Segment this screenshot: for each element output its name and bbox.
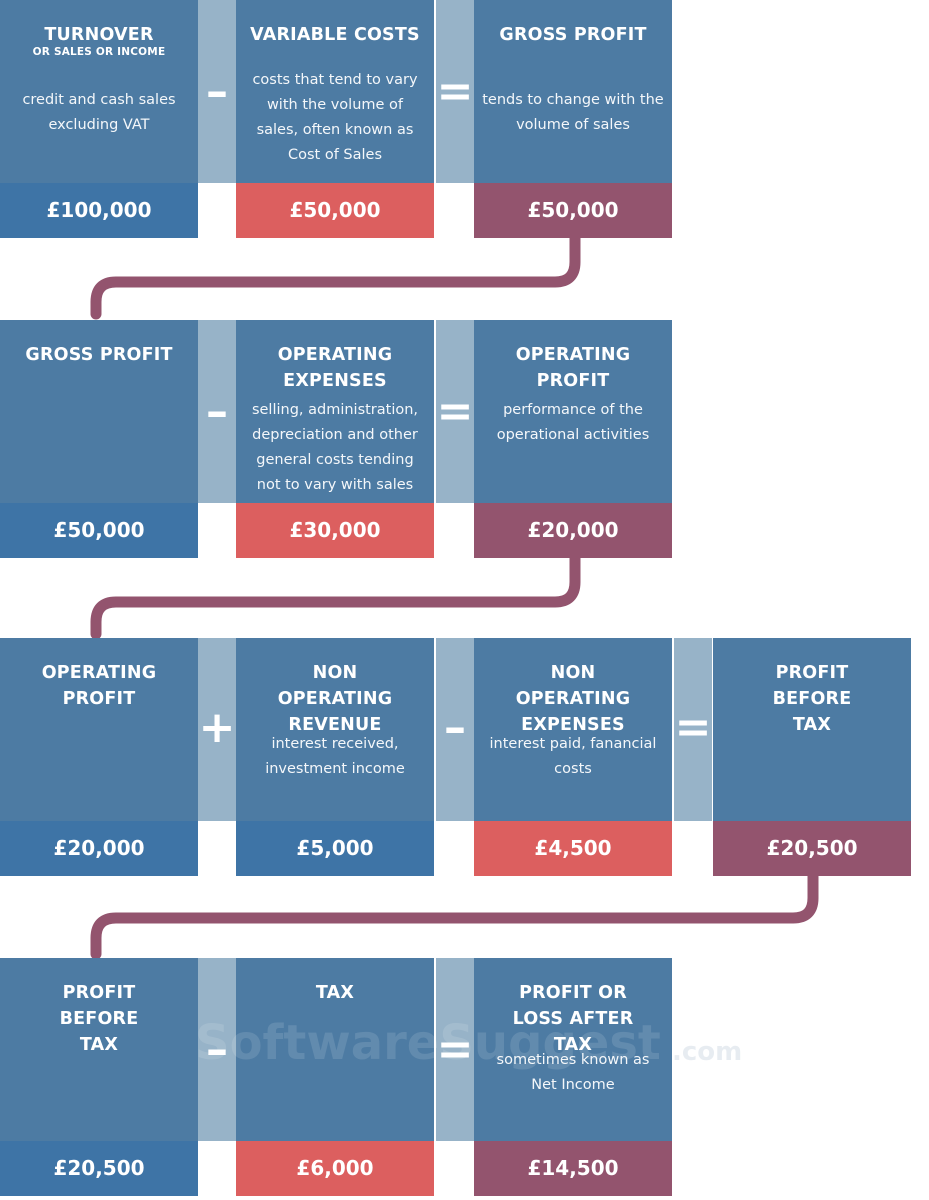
card-value: £20,000 xyxy=(0,821,198,876)
card-title: NON OPERATING REVENUE xyxy=(240,660,430,738)
equals-operator: = xyxy=(436,66,474,117)
card-title-text: TAX xyxy=(315,983,355,1003)
flow-connector xyxy=(90,552,581,640)
operator-bar: – xyxy=(436,638,474,821)
equals-operator: = xyxy=(436,386,474,437)
card-value: £4,500 xyxy=(474,821,672,876)
equals-operator: = xyxy=(436,1024,474,1075)
card-title: NON OPERATING EXPENSES xyxy=(478,660,668,738)
card-title-text: GROSS PROFIT xyxy=(499,25,647,45)
card-title-text: PROFIT OR LOSS AFTER TAX xyxy=(512,983,634,1055)
card-gross-profit: GROSS PROFIT £50,000 xyxy=(0,320,198,558)
card-value: £50,000 xyxy=(0,503,198,558)
operator-bar: = xyxy=(436,0,474,183)
card-description: costs that tend to vary with the volume … xyxy=(252,72,418,163)
card-value: £6,000 xyxy=(236,1141,434,1196)
card-title-text: PROFIT BEFORE TAX xyxy=(772,663,852,735)
card-variable-costs: VARIABLE COSTS costs that tend to vary wi… xyxy=(236,0,434,238)
card-gross-profit: GROSS PROFIT tends to change with the vol… xyxy=(474,0,672,238)
equals-operator: = xyxy=(674,702,712,753)
card-title-text: OPERATING PROFIT xyxy=(515,345,631,391)
card-value: £50,000 xyxy=(474,183,672,238)
card-value: £20,500 xyxy=(713,821,911,876)
card-title: OPERATING PROFIT xyxy=(4,660,194,712)
minus-operator: – xyxy=(206,66,228,117)
card-description: sometimes known as Net Income xyxy=(496,1052,650,1093)
card-description: credit and cash sales excluding VAT xyxy=(22,92,176,133)
card-value: £20,500 xyxy=(0,1141,198,1196)
card-title-text: TURNOVER xyxy=(44,25,154,45)
operator-bar: = xyxy=(674,638,712,821)
minus-operator: – xyxy=(444,702,466,753)
operator-bar: + xyxy=(198,638,236,821)
card-description: performance of the operational activitie… xyxy=(496,402,650,443)
card-tax: TAX £6,000 xyxy=(236,958,434,1196)
card-title-text: OPERATING EXPENSES xyxy=(277,345,393,391)
flow-connector xyxy=(90,232,581,320)
minus-operator: – xyxy=(206,386,228,437)
card-title: OPERATING EXPENSES xyxy=(240,342,430,394)
card-description: interest received, investment income xyxy=(265,736,405,777)
card-title: VARIABLE COSTS xyxy=(240,22,430,48)
flow-connector xyxy=(90,870,819,960)
plus-operator: + xyxy=(198,702,236,753)
card-description: tends to change with the volume of sales xyxy=(482,92,664,133)
card-title: GROSS PROFIT xyxy=(478,22,668,48)
card-profit-before-tax: PROFIT BEFORE TAX £20,500 xyxy=(0,958,198,1196)
card-title: PROFIT BEFORE TAX xyxy=(4,980,194,1058)
watermark-suffix: .com xyxy=(672,1037,743,1067)
card-value: £30,000 xyxy=(236,503,434,558)
card-value: £14,500 xyxy=(474,1141,672,1196)
card-title: PROFIT OR LOSS AFTER TAX xyxy=(478,980,668,1058)
card-title-text: NON OPERATING EXPENSES xyxy=(515,663,631,735)
card-title-text: NON OPERATING REVENUE xyxy=(277,663,393,735)
operator-bar: – xyxy=(198,0,236,183)
card-title-text: OPERATING PROFIT xyxy=(41,663,157,709)
card-title-text: PROFIT BEFORE TAX xyxy=(59,983,139,1055)
card-value: £50,000 xyxy=(236,183,434,238)
card-title: GROSS PROFIT xyxy=(4,342,194,368)
card-value: £100,000 xyxy=(0,183,198,238)
card-profit-before-tax: PROFIT BEFORE TAX £20,500 xyxy=(713,638,911,876)
card-operating-profit: OPERATING PROFIT £20,000 xyxy=(0,638,198,876)
card-operating-expenses: OPERATING EXPENSES selling, administratio… xyxy=(236,320,434,558)
card-title: PROFIT BEFORE TAX xyxy=(717,660,907,738)
watermark: SoftwareSuggest xyxy=(195,1015,661,1071)
operator-bar: = xyxy=(436,958,474,1141)
card-value: £20,000 xyxy=(474,503,672,558)
operator-bar: = xyxy=(436,320,474,503)
card-title: TAX xyxy=(240,980,430,1006)
operator-bar: – xyxy=(198,320,236,503)
operator-bar: – xyxy=(198,958,236,1141)
card-title-text: VARIABLE COSTS xyxy=(250,25,420,45)
card-title: OPERATING PROFIT xyxy=(478,342,668,394)
minus-operator: – xyxy=(206,1024,228,1075)
card-description: interest paid, fanancial costs xyxy=(489,736,657,777)
card-description: selling, administration, depreciation an… xyxy=(251,402,419,493)
card-operating-profit: OPERATING PROFIT performance of the opera… xyxy=(474,320,672,558)
card-value: £5,000 xyxy=(236,821,434,876)
card-title-text: GROSS PROFIT xyxy=(25,345,173,365)
card-subtitle: OR SALES OR INCOME xyxy=(32,46,166,58)
